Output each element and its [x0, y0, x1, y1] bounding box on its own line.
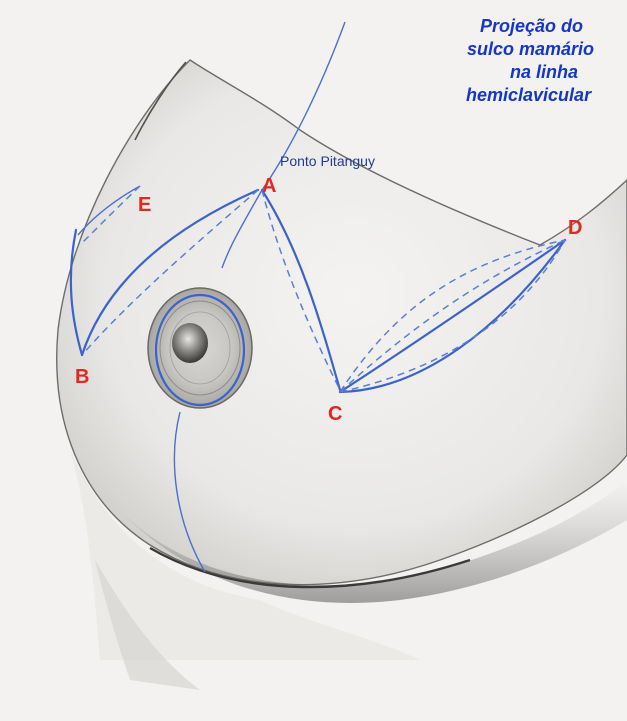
title-line-4: hemiclavicular	[466, 85, 592, 105]
title-line-2: sulco mamário	[467, 39, 594, 59]
title-line-1: Projeção do	[480, 16, 583, 36]
title-line-3: na linha	[510, 62, 578, 82]
pitanguy-point-annotation: Ponto Pitanguy	[280, 153, 375, 169]
point-label-A: A	[262, 175, 276, 197]
point-label-C: C	[328, 403, 342, 425]
point-label-E: E	[138, 194, 151, 216]
point-label-B: B	[75, 366, 89, 388]
point-label-D: D	[568, 217, 582, 239]
nipple	[172, 323, 208, 363]
